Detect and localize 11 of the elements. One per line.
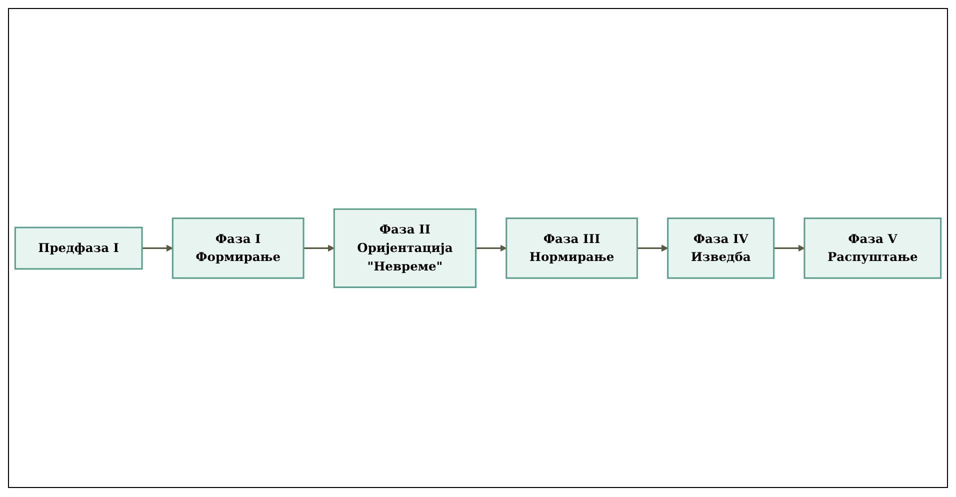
node-box: Предфаза I (14, 226, 143, 270)
node-box: Фаза IV Изведба (667, 217, 775, 279)
arrow (304, 244, 334, 252)
node-box: Фаза III Нормирање (506, 217, 638, 279)
arrow (774, 244, 805, 252)
node-box: Фаза I Формирање (172, 217, 304, 279)
node-box: Фаза II Оријентација "Невреме" (333, 208, 477, 288)
node-box: Фаза V Распуштање (804, 217, 942, 279)
arrow (142, 244, 173, 252)
arrow (637, 244, 668, 252)
arrow (476, 244, 507, 252)
